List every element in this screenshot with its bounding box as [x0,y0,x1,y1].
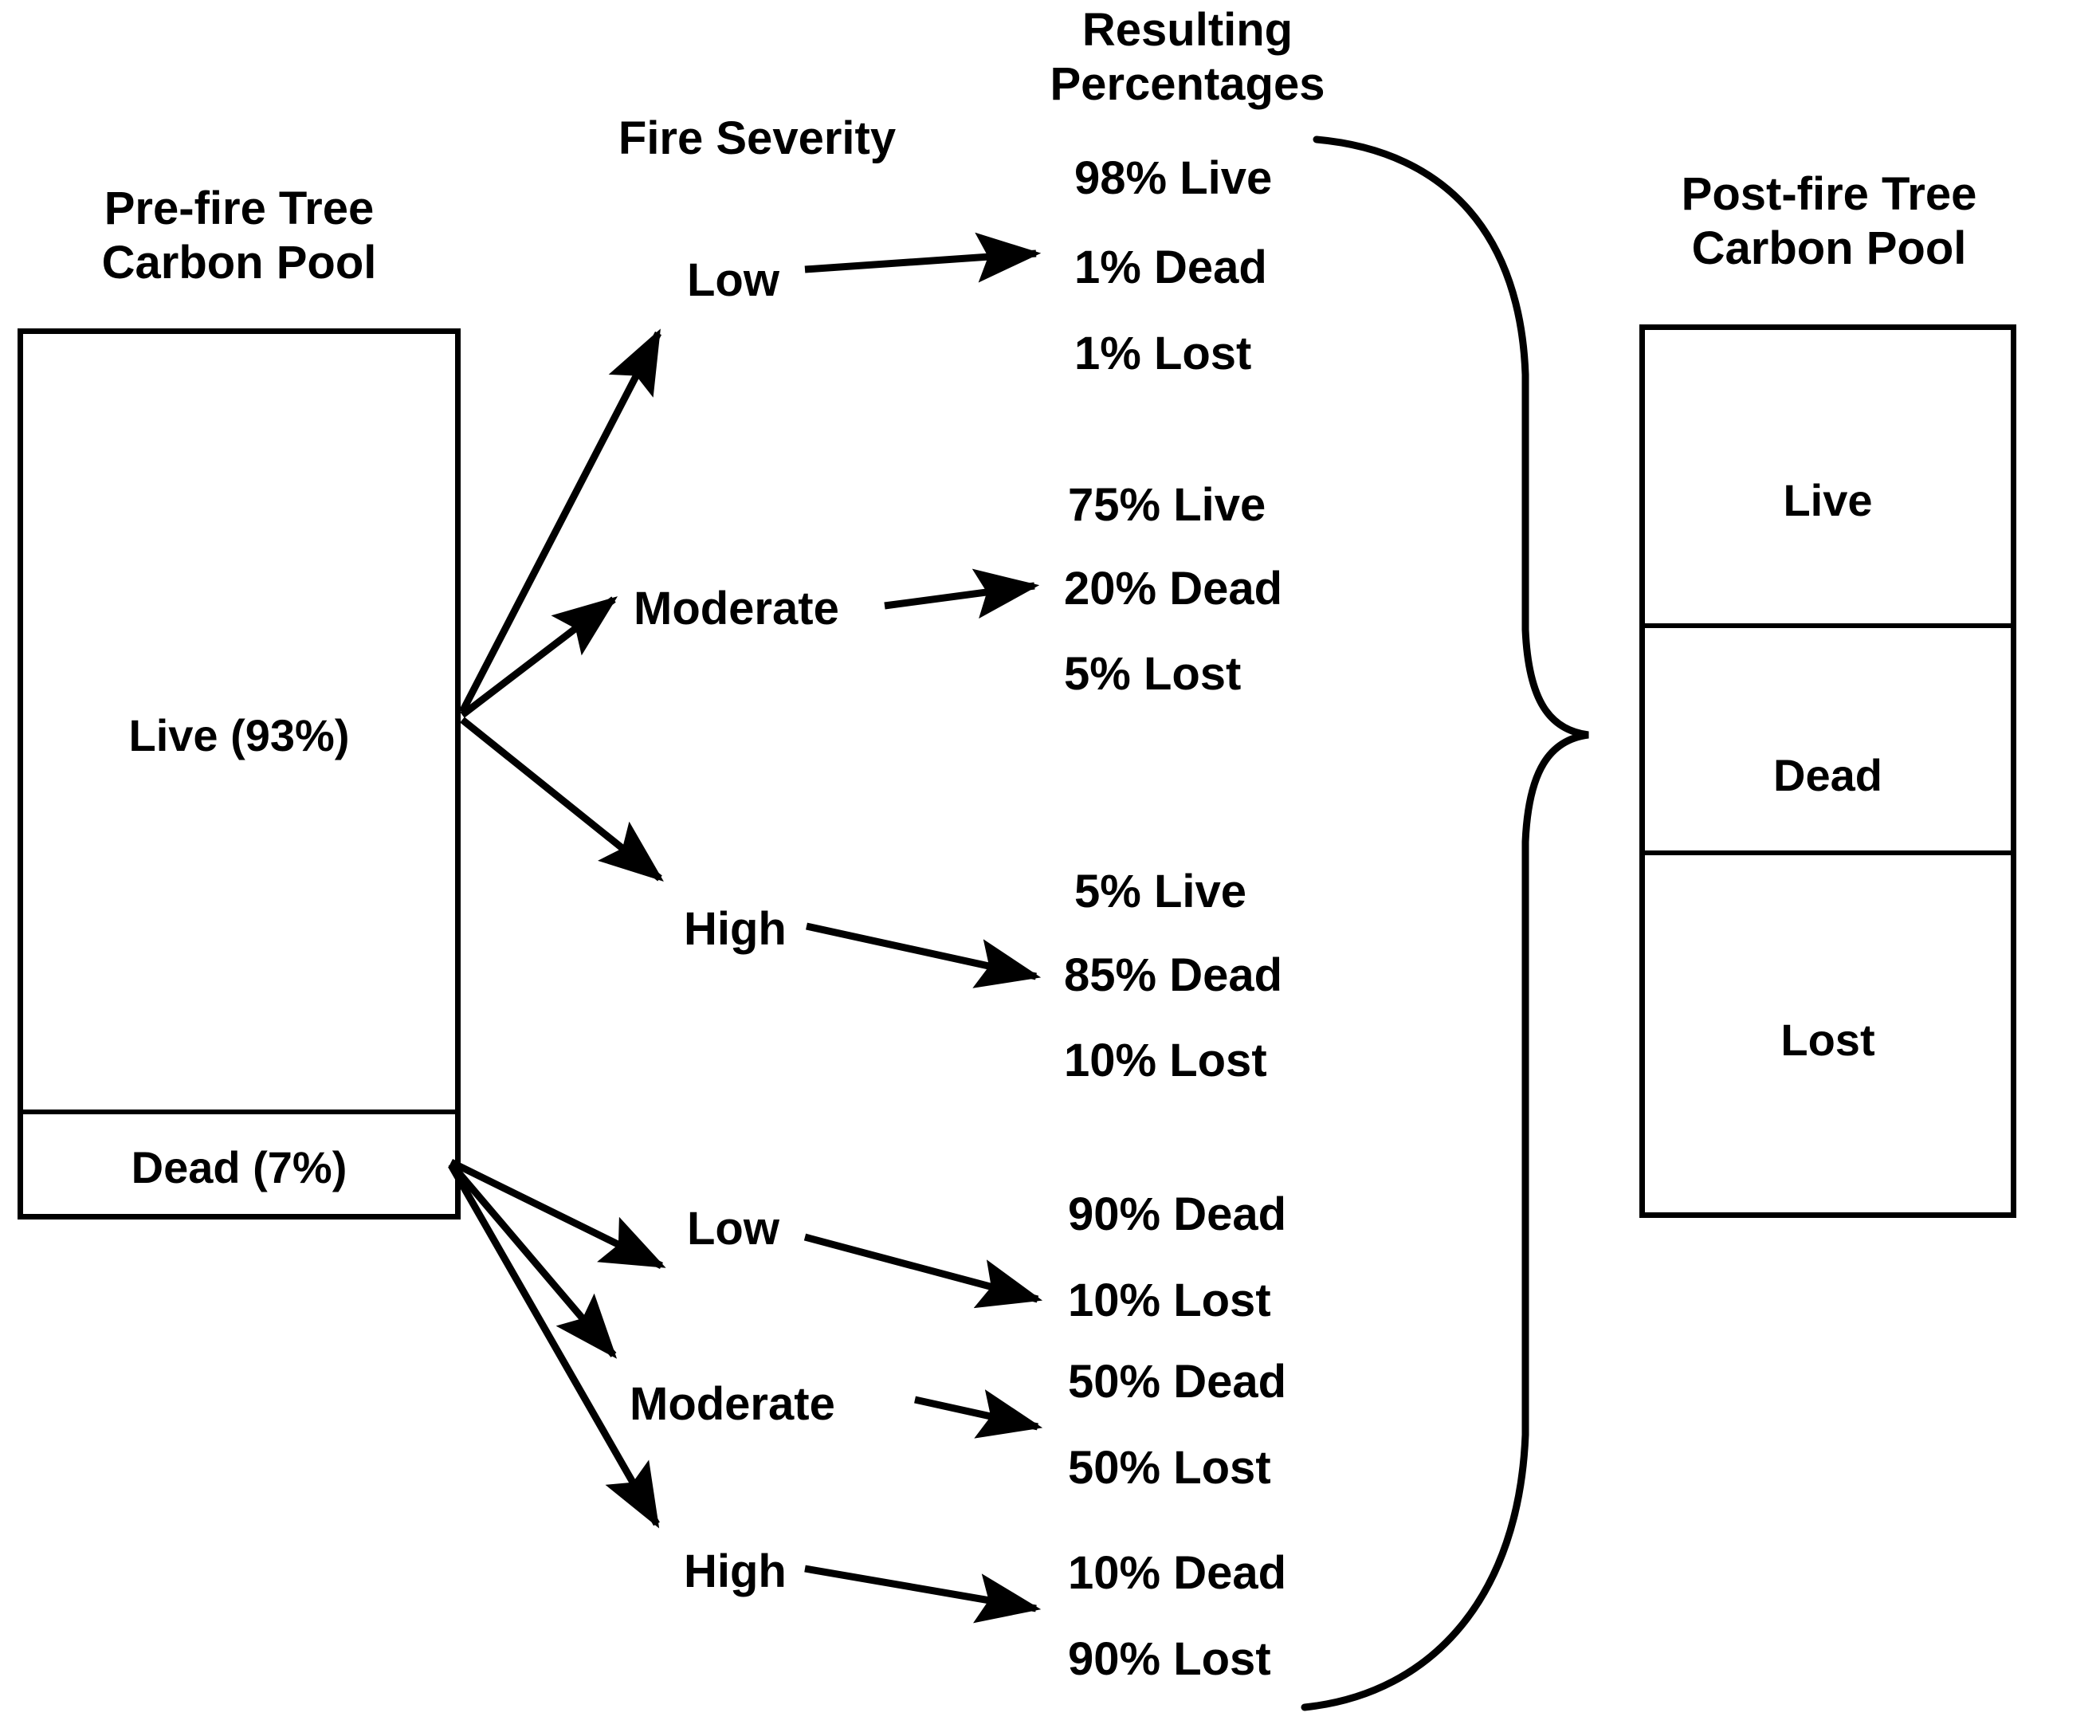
arrow-dead-to-moderate [448,1161,618,1359]
pre-fire-carbon-pool-box [18,328,461,1220]
arrow-dead-high-to-percentages [804,1565,1042,1624]
fire-severity-heading: Fire Severity [618,112,897,164]
summary-brace [1301,136,1589,1711]
outcome-dead-high-dead: 10% Dead [1068,1547,1287,1599]
outcome-dead-low-lost: 10% Lost [1068,1275,1271,1326]
arrow-live-to-moderate [460,596,618,718]
post-fire-pool-heading: Post-fire Tree Carbon Pool [1681,168,1977,275]
outcome-dead-high-lost: 90% Lost [1068,1633,1271,1685]
severity-label-live-moderate: Moderate [634,583,839,634]
arrow-live-low-to-percentages [804,232,1042,283]
outcome-dead-moderate-dead: 50% Dead [1068,1356,1287,1408]
arrow-dead-low-to-percentages [803,1233,1043,1309]
outcome-live-high-lost: 10% Lost [1064,1035,1267,1086]
severity-label-live-high: High [684,903,787,955]
severity-label-dead-moderate: Moderate [630,1378,835,1430]
severity-label-dead-low: Low [687,1203,779,1255]
post-fire-dead-lost-divider [1643,850,2013,855]
pre-fire-dead-segment-label: Dead (7%) [131,1142,347,1192]
post-fire-dead-segment-label: Dead [1773,750,1882,800]
outcome-live-low-live: 98% Live [1074,152,1273,204]
arrow-live-to-high [460,717,664,882]
outcome-live-high-live: 5% Live [1074,866,1246,917]
pre-fire-pool-heading: Pre-fire Tree Carbon Pool [101,183,377,289]
outcome-live-moderate-lost: 5% Lost [1064,648,1242,700]
outcome-dead-low-dead: 90% Dead [1068,1188,1287,1240]
outcome-live-low-lost: 1% Lost [1074,328,1252,379]
arrow-dead-moderate-to-percentages [914,1389,1043,1439]
outcome-live-moderate-dead: 20% Dead [1064,563,1283,615]
arrow-dead-to-high [448,1163,660,1529]
severity-label-dead-high: High [684,1546,787,1597]
pre-fire-live-segment-label: Live (93%) [128,710,350,760]
arrow-dead-to-low [449,1158,666,1270]
post-fire-live-segment-label: Live [1783,475,1873,525]
outcome-dead-moderate-lost: 50% Lost [1068,1442,1271,1494]
arrow-live-moderate-to-percentages [884,568,1040,619]
post-fire-lost-segment-label: Lost [1780,1015,1875,1065]
post-fire-carbon-pool-box [1639,324,2016,1218]
outcome-live-moderate-live: 75% Live [1068,479,1266,531]
pre-fire-live-dead-divider [21,1110,457,1114]
resulting-percentages-heading: Resulting Percentages [1050,4,1325,111]
outcome-live-low-dead: 1% Dead [1074,242,1267,293]
outcome-live-high-dead: 85% Dead [1064,949,1283,1001]
arrow-live-high-to-percentages [806,922,1042,988]
post-fire-live-dead-divider [1643,623,2013,628]
arrow-live-to-low [459,328,661,714]
severity-label-live-low: Low [687,254,779,306]
